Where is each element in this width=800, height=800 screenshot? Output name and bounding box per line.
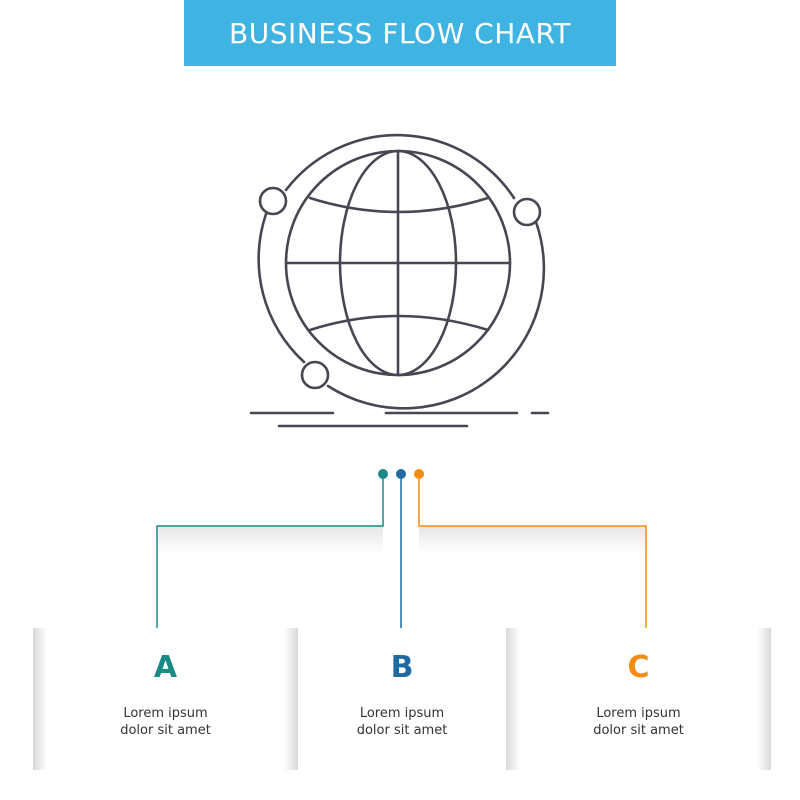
connector-c <box>418 474 647 636</box>
step-letter-b: B <box>390 650 414 685</box>
card-c-shadow-left <box>506 628 520 770</box>
card-a-shadow <box>33 628 47 770</box>
step-text-c-line1: Lorem ipsum <box>596 706 681 721</box>
step-text-b-line1: Lorem ipsum <box>359 706 445 721</box>
globe-with-orbit-icon <box>249 133 550 428</box>
connector-dot-b <box>396 469 406 479</box>
step-text-a-line1: Lorem ipsum <box>123 706 208 721</box>
orbit-node-right <box>512 197 542 227</box>
chart-title: BUSINESS FLOW CHART <box>229 16 571 50</box>
step-card-b: B Lorem ipsum dolor sit amet <box>300 628 504 770</box>
step-text-b-line2: dolor sit amet <box>356 723 448 738</box>
step-text-b: Lorem ipsum dolor sit amet <box>300 705 504 739</box>
step-text-a-line2: dolor sit amet <box>120 723 211 738</box>
step-text-c-line2: dolor sit amet <box>593 723 684 738</box>
card-c-shadow <box>757 628 771 770</box>
step-text-a: Lorem ipsum dolor sit amet <box>47 705 284 739</box>
orbit-node-bottom <box>300 360 330 390</box>
step-letter-c: C <box>627 650 650 685</box>
orbit-node-left <box>258 186 288 216</box>
connector-dot-a <box>378 469 388 479</box>
connector-shade-left <box>157 526 383 554</box>
globe-parallel-upper <box>308 196 490 214</box>
step-card-a: A Lorem ipsum dolor sit amet <box>47 628 284 770</box>
card-a-shadow-right <box>284 628 298 770</box>
step-card-c: C Lorem ipsum dolor sit amet <box>520 628 757 770</box>
step-text-c: Lorem ipsum dolor sit amet <box>520 705 757 739</box>
connector-dot-c <box>414 469 424 479</box>
connector-shade-right <box>419 526 646 554</box>
globe-parallel-lower <box>308 314 490 332</box>
title-banner: BUSINESS FLOW CHART <box>184 0 616 66</box>
step-letter-a: A <box>153 650 178 685</box>
connector-a <box>156 474 384 636</box>
orbit-ring <box>257 133 546 410</box>
